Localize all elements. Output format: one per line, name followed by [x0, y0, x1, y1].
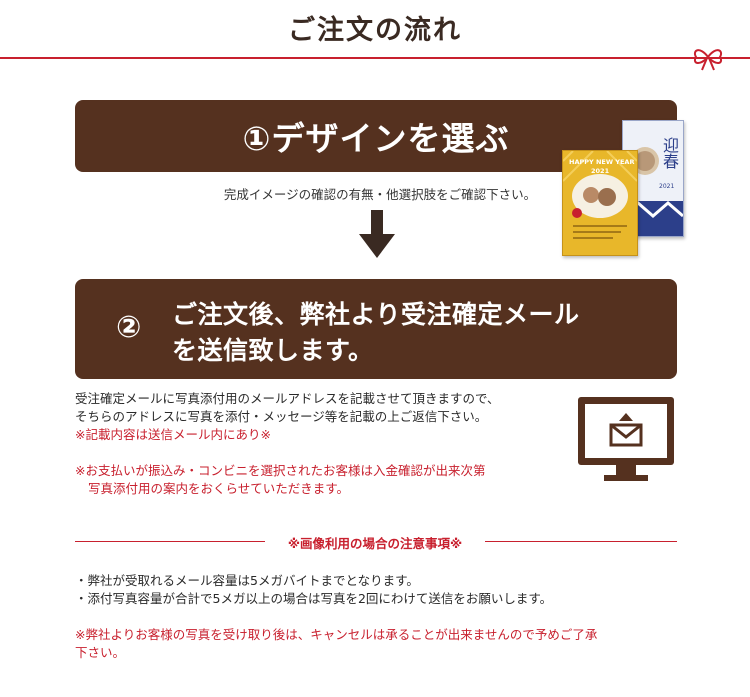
step2-number: ② — [116, 310, 142, 345]
card-blue-text: 迎春 — [660, 137, 679, 169]
monitor-mail-icon — [578, 397, 674, 481]
notice-warning-a: ※弊社よりお客様の写真を受け取り後は、キャンセルは承ることが出来ませんので予めご… — [75, 627, 598, 642]
notice-rule-left — [75, 541, 265, 542]
card-gold-text: HAPPY NEW YEAR — [569, 158, 635, 166]
sample-card-gold: HAPPY NEW YEAR 2021 — [562, 150, 638, 256]
step2-desc-1: 受注確定メールに写真添付用のメールアドレスを記載させて頂きますので、 — [75, 391, 500, 406]
step2-desc-2: そちらのアドレスに写真を添付・メッセージ等を記載の上ご返信下さい。 — [75, 409, 488, 424]
card-gold-year: 2021 — [591, 167, 610, 175]
notice-item-2: ・添付写真容量が合計で5メガ以上の場合は写真を2回にわけて送信をお願いします。 — [75, 591, 553, 606]
down-arrow-icon — [359, 210, 395, 258]
step2-line1: ご注文後、弊社より受注確定メール — [172, 300, 580, 329]
step1-label: ①デザインを選ぶ — [242, 119, 510, 158]
page-title: ご注文の流れ — [288, 15, 462, 46]
step2-note-red-1: ※記載内容は送信メール内にあり※ — [75, 427, 271, 442]
step2-note-red-2b: 写真添付用の案内をおくらせていただきます。 — [88, 481, 350, 496]
notice-rule-right — [485, 541, 677, 542]
header-divider — [0, 57, 750, 59]
step2-banner: ② ご注文後、弊社より受注確定メール を送信致します。 — [75, 279, 677, 379]
notice-title: ※画像利用の場合の注意事項※ — [287, 536, 463, 551]
step2-line2: を送信致します。 — [172, 336, 374, 365]
step1-banner: ①デザインを選ぶ — [75, 100, 677, 172]
step1-note: 完成イメージの確認の有無・他選択肢をご確認下さい。 — [223, 187, 537, 202]
notice-warning-b: 下さい。 — [75, 645, 126, 660]
card-blue-year: 2021 — [659, 183, 675, 190]
card-gold-art — [562, 150, 638, 255]
notice-item-1: ・弊社が受取れるメール容量は5メガバイトまでとなります。 — [75, 573, 419, 588]
ribbon-bow-icon — [694, 49, 722, 71]
step2-note-red-2a: ※お支払いが振込み・コンビニを選択されたお客様は入金確認が出来次第 — [75, 463, 486, 478]
